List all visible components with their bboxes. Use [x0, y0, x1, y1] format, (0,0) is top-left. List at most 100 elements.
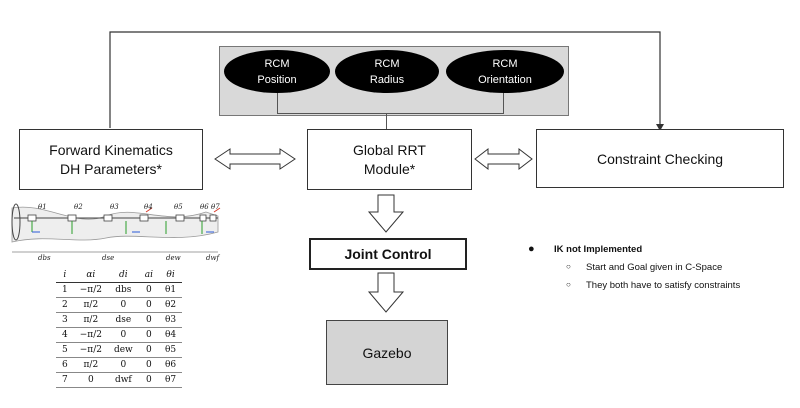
- feedback-arrowhead: [656, 124, 664, 131]
- rcm-radius-ellipse: RCM Radius: [335, 50, 439, 93]
- dh-header-d: di: [107, 268, 139, 283]
- joint-4-icon: [139, 214, 149, 222]
- dh-table: i αi di ai θi 1 −π/2 dbs 0 θ1 2 π/2 0 0 …: [56, 268, 183, 388]
- dh-cell: π/2: [73, 312, 108, 328]
- dh-cell: 0: [73, 372, 108, 388]
- dh-cell: 0: [107, 357, 139, 373]
- theta-4-label: θ4: [144, 203, 153, 211]
- dh-header-a: ai: [138, 268, 159, 283]
- global-rrt-box: Global RRT Module*: [307, 129, 472, 190]
- rcm-orientation-line2: Orientation: [478, 73, 532, 86]
- dwf-label: dwf: [206, 254, 220, 262]
- global-rrt-title: Global RRT: [353, 141, 426, 158]
- dh-cell: θ1: [159, 282, 183, 298]
- dh-cell: 0: [107, 327, 139, 343]
- dh-cell: π/2: [73, 357, 108, 373]
- frame-axis-9-icon: [145, 207, 153, 213]
- table-row: 1 −π/2 dbs 0 θ1: [56, 282, 183, 298]
- robot-arm-body: [11, 206, 219, 243]
- down-arrow-rrt-joint: [367, 194, 405, 233]
- double-arrow-rrt-constraint: [474, 147, 533, 171]
- note-sub-item-1: ○ Start and Goal given in C-Space: [528, 262, 798, 280]
- dbs-label: dbs: [38, 254, 51, 262]
- dh-cell: 1: [56, 282, 74, 298]
- rcm-radius-line2: Radius: [369, 73, 405, 86]
- note-main-text: IK not Implemented: [554, 244, 643, 255]
- joint-3-icon: [103, 214, 113, 222]
- dh-cell: 3: [56, 312, 74, 328]
- dh-table-header: i αi di ai θi: [56, 268, 183, 283]
- rcm-position-line2: Position: [257, 73, 297, 86]
- dh-cell: θ5: [159, 342, 183, 358]
- note-sub-text-1: Start and Goal given in C-Space: [586, 262, 723, 273]
- dh-table-wrapper: i αi di ai θi 1 −π/2 dbs 0 θ1 2 π/2 0 0 …: [56, 268, 183, 388]
- theta-6-label: θ6: [200, 203, 209, 211]
- rcm-connector-bottom: [277, 113, 504, 114]
- notes-list: ● IK not Implemented ○ Start and Goal gi…: [528, 243, 798, 298]
- table-row: 7 0 dwf 0 θ7: [56, 372, 183, 388]
- dh-cell: 0: [138, 282, 159, 298]
- feedback-loop-arrow: [109, 31, 661, 128]
- frame-axis-10-icon: [213, 207, 221, 213]
- note-main-item: ● IK not Implemented: [528, 243, 798, 260]
- bullet-dot-icon: ●: [528, 243, 535, 255]
- table-row: 5 −π/2 dew 0 θ5: [56, 342, 183, 358]
- gazebo-box: Gazebo: [326, 320, 448, 385]
- dh-cell: π/2: [73, 297, 108, 313]
- forward-kinematics-title: Forward Kinematics: [49, 141, 173, 158]
- joint-2-icon: [67, 214, 77, 222]
- dh-cell: dwf: [107, 372, 139, 388]
- theta-3-label: θ3: [110, 203, 119, 211]
- dh-cell: 6: [56, 357, 74, 373]
- joint-5-icon: [175, 214, 185, 222]
- table-row: 4 −π/2 0 0 θ4: [56, 327, 183, 343]
- dh-cell: −π/2: [73, 327, 108, 343]
- dh-cell: 2: [56, 297, 74, 313]
- bullet-circle-icon: ○: [566, 280, 571, 289]
- dh-cell: 0: [107, 297, 139, 313]
- rcm-radius-line1: RCM: [374, 57, 400, 70]
- down-arrow-joint-gazebo: [367, 272, 405, 313]
- theta-1-label: θ1: [38, 203, 47, 211]
- bullet-circle-icon: ○: [566, 262, 571, 271]
- note-sub-text-2: They both have to satisfy constraints: [586, 280, 741, 291]
- dh-cell: dse: [107, 312, 139, 328]
- rcm-panel: RCM Position RCM Radius RCM Orientation: [219, 46, 569, 131]
- dh-cell: θ7: [159, 372, 183, 388]
- dh-header-alpha: αi: [73, 268, 108, 283]
- table-row: 6 π/2 0 0 θ6: [56, 357, 183, 373]
- dh-cell: 0: [138, 312, 159, 328]
- rcm-orientation-ellipse: RCM Orientation: [446, 50, 564, 93]
- dh-cell: 0: [138, 357, 159, 373]
- constraint-checking-title: Constraint Checking: [596, 150, 724, 167]
- rcm-connector-left: [277, 91, 278, 113]
- theta-5-label: θ5: [174, 203, 183, 211]
- rcm-position-ellipse: RCM Position: [224, 50, 330, 93]
- dh-cell: 0: [138, 372, 159, 388]
- table-row: 2 π/2 0 0 θ2: [56, 297, 183, 313]
- dh-header-theta: θi: [159, 268, 183, 283]
- dew-label: dew: [166, 254, 181, 262]
- joint-1-icon: [27, 214, 37, 222]
- dse-label: dse: [102, 254, 114, 262]
- rcm-connector-right: [503, 91, 504, 113]
- dh-cell: θ4: [159, 327, 183, 343]
- dh-cell: dbs: [107, 282, 139, 298]
- forward-kinematics-box: Forward Kinematics DH Parameters*: [19, 129, 203, 190]
- rcm-position-line1: RCM: [264, 57, 290, 70]
- dh-cell: 0: [138, 297, 159, 313]
- theta-2-label: θ2: [74, 203, 83, 211]
- joint-control-title: Joint Control: [344, 246, 432, 262]
- double-arrow-fk-rrt: [214, 148, 296, 170]
- rcm-connector-center: [386, 113, 387, 131]
- dh-cell: −π/2: [73, 282, 108, 298]
- dh-cell: −π/2: [73, 342, 108, 358]
- joint-7-icon: [209, 214, 217, 222]
- dh-parameters-label: DH Parameters*: [60, 160, 162, 177]
- dh-cell: 0: [138, 342, 159, 358]
- robot-arm-figure: θ1 θ2 θ3 θ4 θ5 θ6 θ7 dbs dse dew dwf: [11, 203, 221, 262]
- global-rrt-subtitle: Module*: [363, 160, 416, 177]
- table-row: 3 π/2 dse 0 θ3: [56, 312, 183, 328]
- dh-cell: 0: [138, 327, 159, 343]
